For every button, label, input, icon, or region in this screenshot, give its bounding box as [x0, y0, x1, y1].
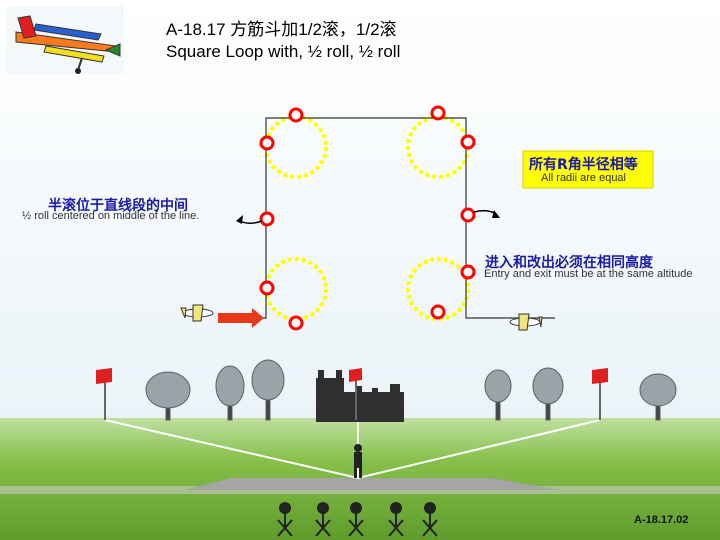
entry-exit-note-en: Entry and exit must be at the same altit…	[484, 268, 693, 280]
judge-line-right	[357, 419, 601, 479]
castle-silhouette-icon	[316, 370, 404, 422]
runway	[184, 478, 560, 490]
judge-line-left	[104, 419, 359, 479]
loop-circle-bottom-right	[406, 257, 470, 321]
plane-icon	[509, 313, 543, 331]
pilot-icon	[354, 444, 362, 478]
flag-icon	[96, 368, 608, 420]
tree-icon	[145, 359, 677, 421]
half-roll-note-en: ½ roll centered on middle of the line.	[22, 210, 200, 222]
entry-exit-note-cn: 进入和改出必须在相同高度	[485, 255, 653, 271]
figure-markers	[259, 105, 476, 331]
judge-icon	[277, 502, 438, 537]
title-chinese: A-18.17 方筋斗加1/2滚，1/2滚	[166, 20, 397, 39]
radii-note-cn: 所有R角半径相等	[529, 157, 638, 173]
figure-code: A-18.17.02	[634, 514, 689, 526]
radii-note-box	[522, 150, 654, 189]
half-roll-note-cn: 半滚位于直线段的中间	[48, 198, 188, 214]
radii-note-en: All radii are equal	[541, 172, 626, 184]
aircraft-illustration-icon	[6, 6, 124, 74]
entry-arrow	[218, 308, 264, 328]
flight-path	[230, 117, 555, 319]
title-english: Square Loop with, ½ roll, ½ roll	[166, 42, 401, 61]
plane-icon	[180, 304, 214, 322]
